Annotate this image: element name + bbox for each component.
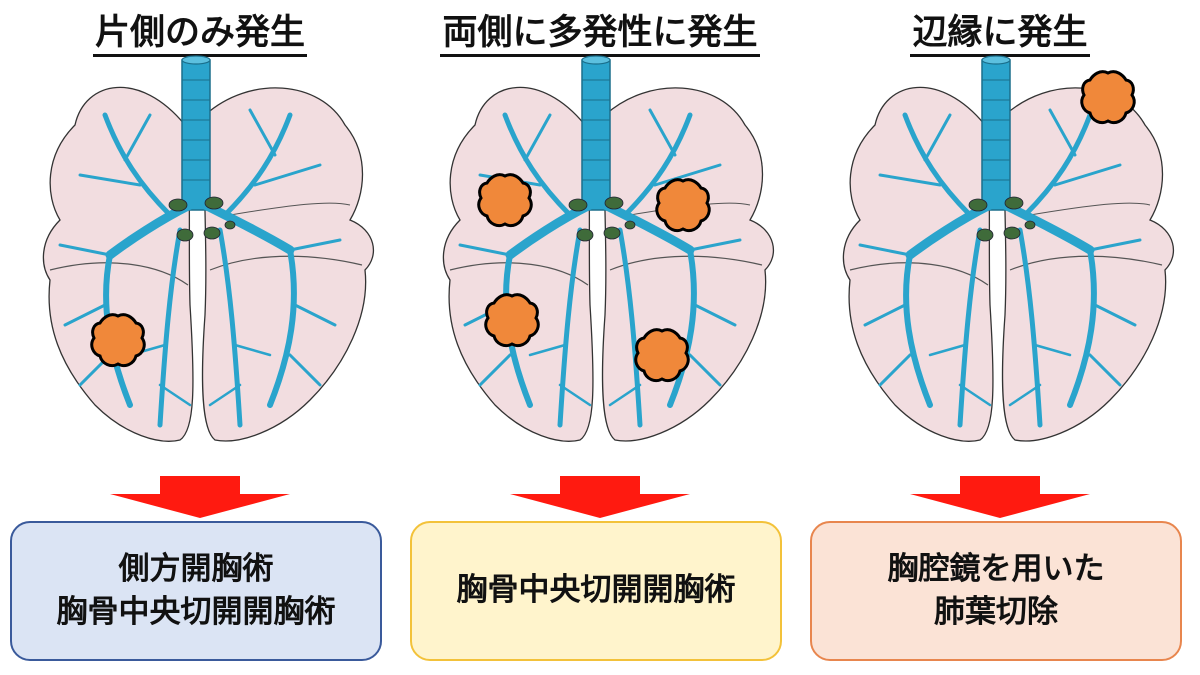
tumor xyxy=(1080,70,1136,125)
procedure-line: 側方開胸術 xyxy=(118,550,274,587)
lung-diagram xyxy=(800,55,1200,475)
down-arrow-icon xyxy=(510,476,690,518)
procedure-line: 胸骨中央切開開胸術 xyxy=(56,594,336,630)
panel-title: 片側のみ発生 xyxy=(0,4,400,57)
procedure-line: 肺葉切除 xyxy=(934,594,1058,630)
lung-diagram xyxy=(0,55,400,475)
down-arrow-icon xyxy=(910,476,1090,518)
tumor xyxy=(477,173,533,228)
down-arrow-icon xyxy=(110,476,290,518)
panel-title: 辺縁に発生 xyxy=(800,4,1200,57)
tumor xyxy=(655,178,711,233)
procedure-box: 胸腔鏡を用いた 肺葉切除 xyxy=(810,521,1182,661)
procedure-line: 胸腔鏡を用いた xyxy=(887,550,1105,587)
procedure-line: 胸骨中央切開開胸術 xyxy=(456,572,736,609)
panel-peripheral: 辺縁に発生 胸腔鏡を用いた 肺葉切除 xyxy=(800,0,1200,675)
tumor xyxy=(90,313,146,368)
panel-bilateral-multiple: 両側に多発性に発生 胸骨中央切開開胸術 xyxy=(400,0,800,675)
tumor xyxy=(634,328,690,383)
lung-diagram xyxy=(400,55,800,475)
procedure-box: 側方開胸術 胸骨中央切開開胸術 xyxy=(10,521,382,661)
panel-unilateral: 片側のみ発生 側方開胸術 胸骨中央切開開胸術 xyxy=(0,0,400,675)
tumor xyxy=(484,293,540,348)
procedure-box: 胸骨中央切開開胸術 xyxy=(410,521,782,661)
panel-title: 両側に多発性に発生 xyxy=(400,4,800,57)
